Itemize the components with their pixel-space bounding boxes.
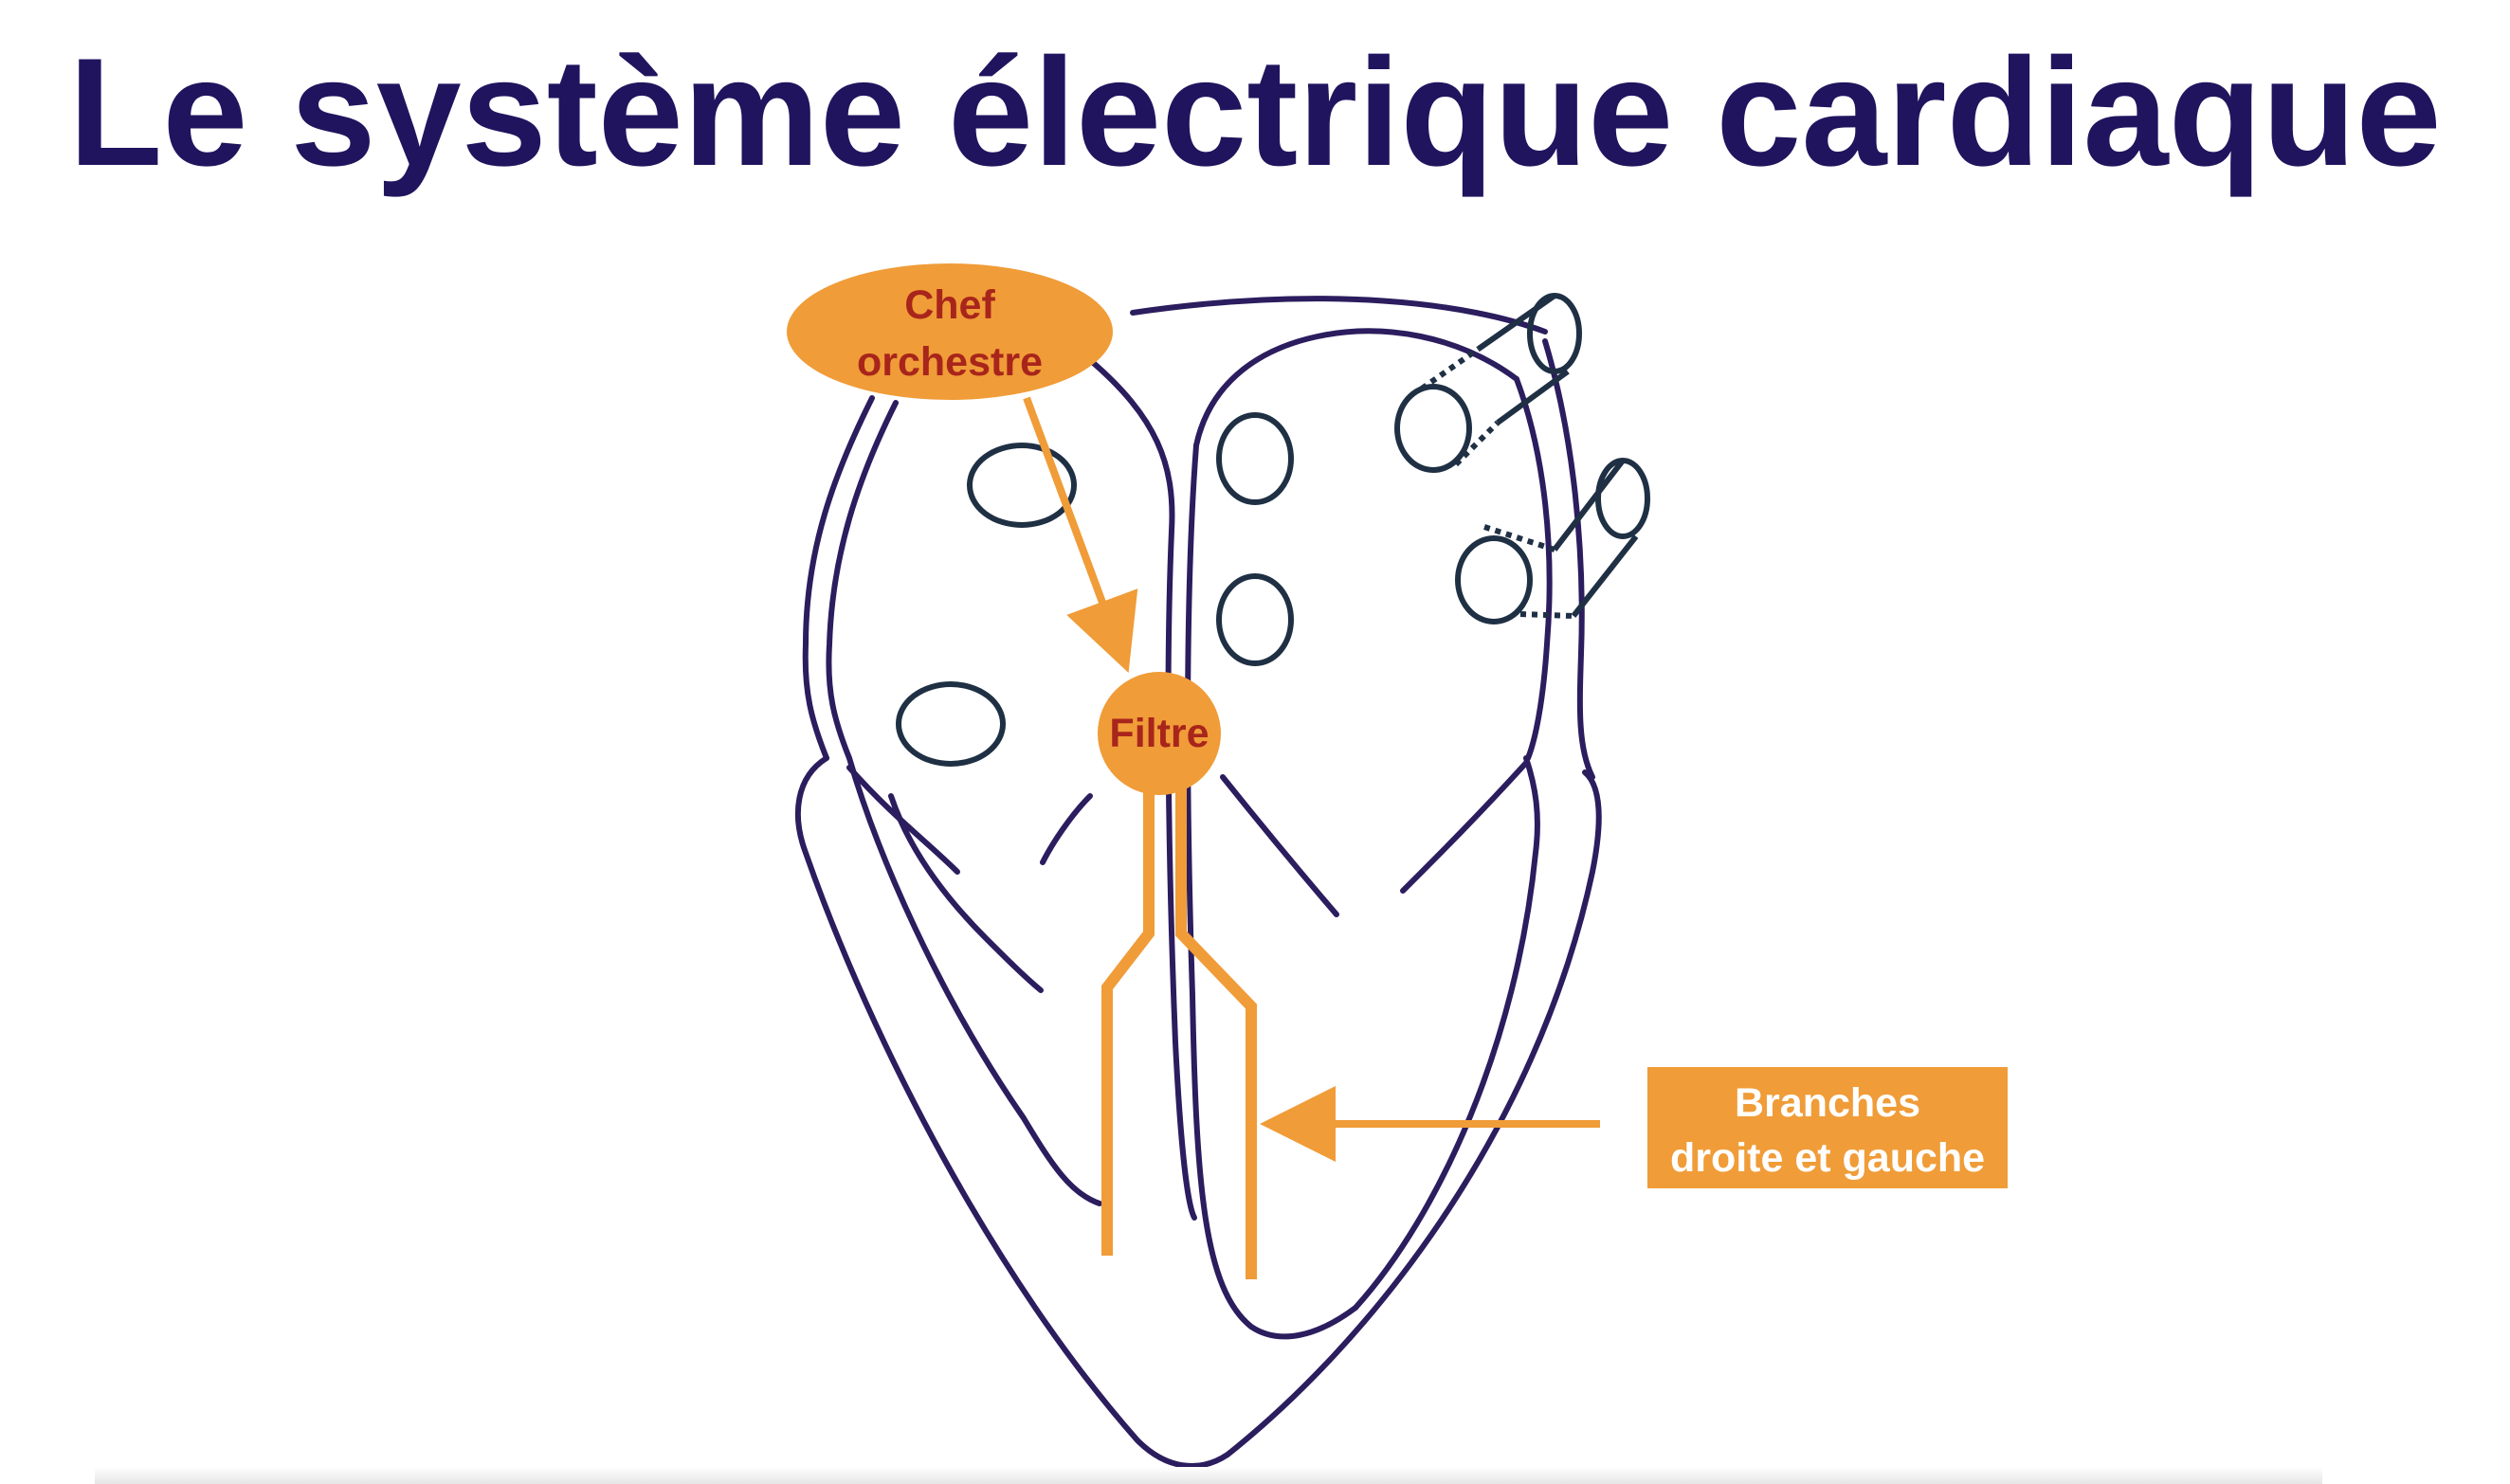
conduction-branches xyxy=(1101,768,1257,1279)
chef-orchestre-label: Chef orchestre xyxy=(787,263,1113,400)
heart-outline xyxy=(794,296,1602,1469)
svg-text:Filtre: Filtre xyxy=(1109,711,1209,756)
svg-text:orchestre: orchestre xyxy=(857,339,1043,385)
svg-text:Branches: Branches xyxy=(1735,1080,1920,1126)
svg-text:droite et gauche: droite et gauche xyxy=(1670,1135,1985,1181)
sa-node-bubbles xyxy=(896,293,1650,767)
branches-label: Branches droite et gauche xyxy=(1647,1067,2008,1188)
bottom-shadow xyxy=(95,1467,2322,1484)
svg-text:Chef: Chef xyxy=(904,282,995,328)
filtre-label: Filtre xyxy=(1098,672,1221,795)
slide-title: Le système électrique cardiaque xyxy=(68,27,2442,198)
chef-to-filtre-arrow xyxy=(1023,396,1138,674)
